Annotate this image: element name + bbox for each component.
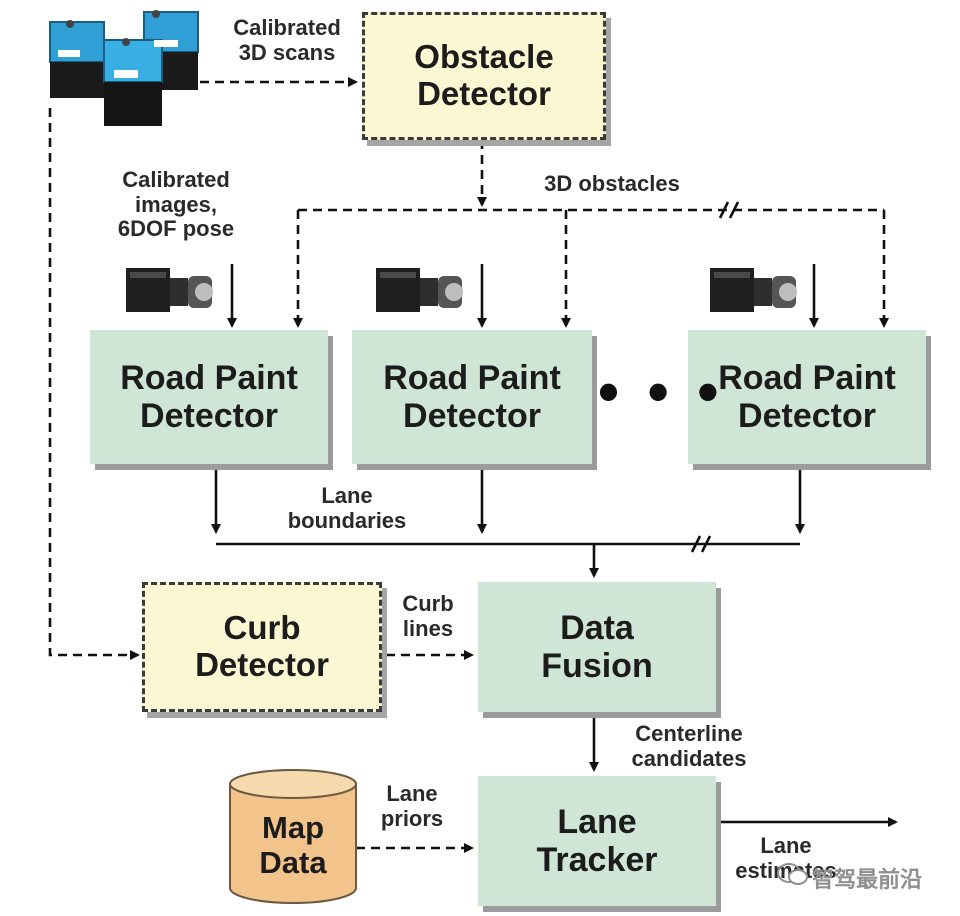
scans-to-curb-arrow	[48, 108, 140, 660]
lane-tracker-box: Lane Tracker	[478, 776, 716, 906]
calibrated-3d-scans-label: Calibrated 3D scans	[233, 15, 341, 65]
camera-icon	[710, 268, 797, 312]
calibrated-images-label: Calibrated images, 6DOF pose	[117, 167, 235, 242]
camera-icon	[126, 268, 213, 312]
lane-priors-label: Lane priors	[380, 781, 444, 831]
3d-obstacles-label: 3D obstacles	[544, 171, 680, 196]
curb-lines-label: Curb lines	[402, 591, 454, 641]
road-paint-detector-3-box: Road Paint Detector	[688, 330, 926, 464]
obstacle-detector-box: Obstacle Detector	[362, 12, 606, 140]
watermark-text: 智驾最前沿	[812, 867, 923, 892]
road-paint-detector-1-box: Road Paint Detector	[90, 330, 328, 464]
lane-estimates-label: Lane estimates	[735, 833, 837, 883]
centerline-candidates-label: Centerline candidates	[631, 721, 747, 771]
lidar-scanner-icon	[49, 10, 199, 126]
road-paint-detector-2-box: Road Paint Detector	[352, 330, 592, 464]
data-fusion-box: Data Fusion	[478, 582, 716, 712]
camera-icon	[376, 268, 463, 312]
lane-boundaries-label: Lane boundaries	[287, 483, 407, 533]
curb-detector-box: Curb Detector	[142, 582, 382, 712]
map-data-label: Map Data	[259, 810, 327, 880]
ellipsis-dots: • • •	[598, 358, 725, 425]
break-marks	[690, 201, 740, 553]
map-data-cylinder-icon	[229, 769, 357, 904]
wechat-logo-icon	[777, 863, 808, 885]
